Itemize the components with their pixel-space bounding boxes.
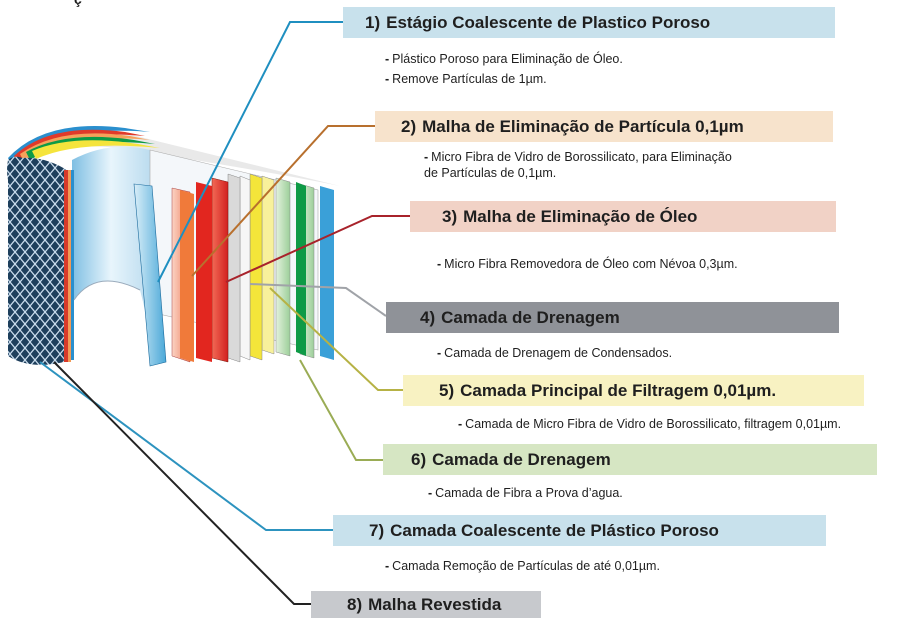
layer-3-title: Malha de Eliminação de Óleo: [463, 206, 698, 226]
layer-8-number: 8): [347, 594, 363, 614]
leader-line-5: [269, 287, 403, 391]
layer-4-description-1: -Camada de Drenagem de Condensados.: [437, 346, 673, 360]
layer-5-title: Camada Principal de Filtragem 0,01µm.: [460, 380, 777, 400]
layer-3-number: 3): [442, 206, 458, 226]
layer-3-description-1: -Micro Fibra Removedora de Óleo com Névo…: [437, 257, 738, 271]
layer-4-number: 4): [420, 307, 436, 327]
layer-3-title-bar: 3) Malha de Eliminação de Óleo: [410, 201, 836, 232]
layer-7-number: 7): [369, 520, 385, 540]
layer-2-description-2: de Partículas de 0,1µm.: [424, 166, 557, 180]
layer-7-title-bar: 7) Camada Coalescente de Plástico Poroso: [333, 515, 826, 546]
layer-2-title-bar: 2) Malha de Eliminação de Partícula 0,1µ…: [375, 111, 833, 142]
leader-line-8: [53, 361, 311, 605]
leader-line-7: [39, 361, 333, 531]
layer-6-title: Camada de Drenagem: [432, 449, 611, 469]
layer-6-number: 6): [411, 449, 427, 469]
layer-1-description-1: -Plástico Poroso para Eliminação de Óleo…: [385, 52, 623, 66]
layer-7-description-1: -Camada Remoção de Partículas de até 0,0…: [385, 559, 660, 573]
layer-1-title-bar: 1) Estágio Coalescente de Plastico Poros…: [343, 7, 835, 38]
layer-6-description-1: -Camada de Fibra a Prova d’agua.: [428, 486, 623, 500]
top-text-fragment: ç: [74, 0, 82, 7]
layer-7-title: Camada Coalescente de Plástico Poroso: [390, 520, 719, 540]
layer-8-title: Malha Revestida: [368, 594, 502, 614]
layer-1-number: 1): [365, 12, 381, 32]
layer-5-title-bar: 5) Camada Principal de Filtragem 0,01µm.: [403, 375, 864, 406]
layer-4-title-bar: 4) Camada de Drenagem: [386, 302, 839, 333]
layer-5-number: 5): [439, 380, 455, 400]
layer-1-description-2: -Remove Partículas de 1µm.: [385, 72, 547, 86]
layer-1-title: Estágio Coalescente de Plastico Poroso: [386, 12, 711, 32]
layer-8-title-bar: 8) Malha Revestida: [311, 591, 541, 618]
layer-2-title: Malha de Eliminação de Partícula 0,1µm: [422, 116, 744, 136]
layer-6-title-bar: 6) Camada de Drenagem: [383, 444, 877, 475]
leader-line-1: [157, 21, 343, 283]
leader-line-2: [191, 125, 375, 277]
leader-line-6: [299, 359, 383, 461]
layer-5-description-1: -Camada de Micro Fibra de Vidro de Boros…: [458, 417, 842, 431]
layer-2-description-1: -Micro Fibra de Vidro de Borossilicato, …: [424, 150, 732, 164]
layer-4-title: Camada de Drenagem: [441, 307, 620, 327]
filter-layers-fan: [133, 149, 334, 367]
leader-line-4: [249, 283, 387, 317]
leader-lines: [39, 21, 410, 605]
layer-2-number: 2): [401, 116, 417, 136]
filter-cylinder: [7, 126, 340, 365]
leader-line-3: [225, 215, 410, 283]
